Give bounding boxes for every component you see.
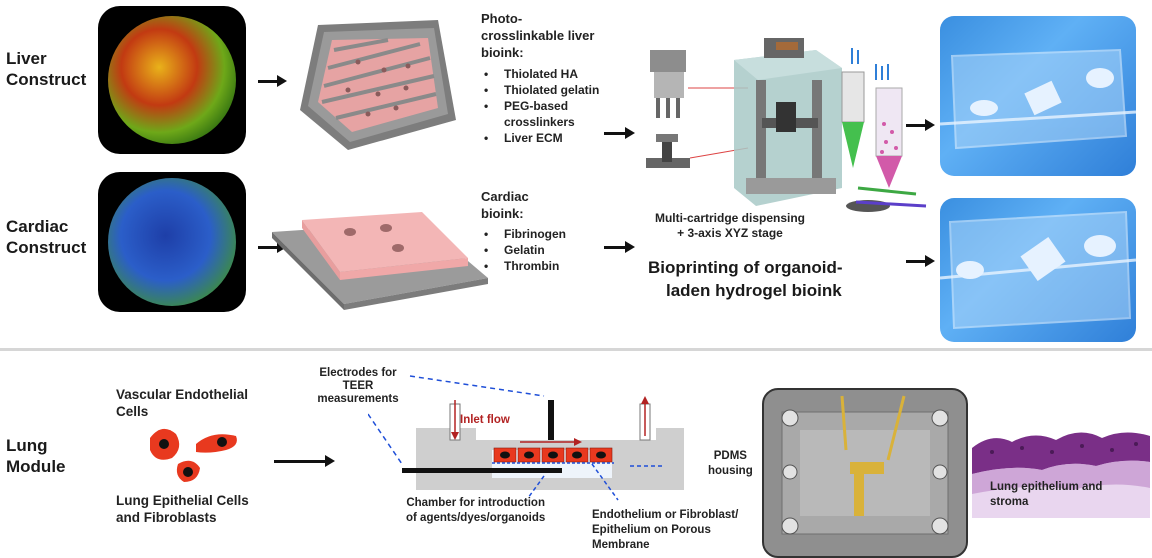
cardiac-scaffold-diagram	[272, 212, 488, 310]
arrow-to-chip-1	[906, 119, 935, 131]
cells-illustration	[150, 428, 237, 482]
list-item: Thrombin	[484, 258, 566, 274]
cardiac-chip-photo	[940, 198, 1136, 342]
membrane-label: Endothelium or Fibroblast/ Epithelium on…	[592, 509, 739, 551]
electrodes-label: Electrodes for TEER measurements	[317, 367, 399, 405]
epithelial-cells-label: Lung Epithelial Cells and Fibroblasts	[116, 493, 249, 525]
list-item: Gelatin	[484, 242, 566, 258]
arrow-to-printer-2	[604, 241, 635, 253]
printer-heading: Bioprinting of organoid- laden hydrogel …	[648, 258, 843, 300]
cardiac-construct-label: Cardiac Construct	[6, 217, 87, 257]
histology-label: Lung epithelium and stroma	[990, 481, 1103, 508]
lung-chip-photo	[762, 388, 968, 558]
liver-organoid-image	[98, 6, 246, 154]
list-item: Liver ECM	[484, 130, 599, 146]
section-divider	[0, 348, 1152, 351]
cardiac-organoid-image	[98, 172, 246, 312]
vascular-cells-label: Vascular Endothelial Cells	[116, 387, 249, 419]
list-item: Thiolated gelatin	[484, 82, 599, 98]
inlet-flow-label: Inlet flow	[460, 414, 510, 426]
cardiac-bioink-list: Fibrinogen Gelatin Thrombin	[484, 226, 566, 274]
list-item: Fibrinogen	[484, 226, 566, 242]
arrow-liver-1	[258, 75, 287, 87]
liver-scaffold-diagram	[300, 20, 456, 150]
cardiac-bioink-title: Cardiac bioink:	[481, 189, 529, 221]
liver-bioink-title: Photo- crosslinkable liver bioink:	[481, 11, 595, 60]
printer-caption: Multi-cartridge dispensing + 3-axis XYZ …	[654, 211, 805, 240]
list-item: crosslinkers	[504, 115, 575, 129]
liver-construct-label: Liver Construct	[6, 49, 87, 89]
liver-chip-photo	[940, 16, 1136, 176]
arrow-to-chip-2	[906, 255, 935, 267]
arrow-to-printer-1	[604, 127, 635, 139]
liver-bioink-list: Thiolated HA Thiolated gelatin PEG-based…	[484, 66, 599, 146]
list-item: Thiolated HA	[484, 66, 599, 82]
lung-histology-image	[972, 418, 1150, 518]
list-item: PEG-based	[484, 98, 599, 114]
arrow-lung-1	[274, 455, 335, 467]
bioprinter-diagram	[646, 38, 927, 212]
pdms-housing-label: PDMS housing	[708, 450, 753, 477]
lung-chip-cross-section	[368, 375, 684, 501]
lung-module-label: Lung Module	[6, 436, 66, 476]
chamber-label: Chamber for introduction of agents/dyes/…	[406, 497, 546, 524]
